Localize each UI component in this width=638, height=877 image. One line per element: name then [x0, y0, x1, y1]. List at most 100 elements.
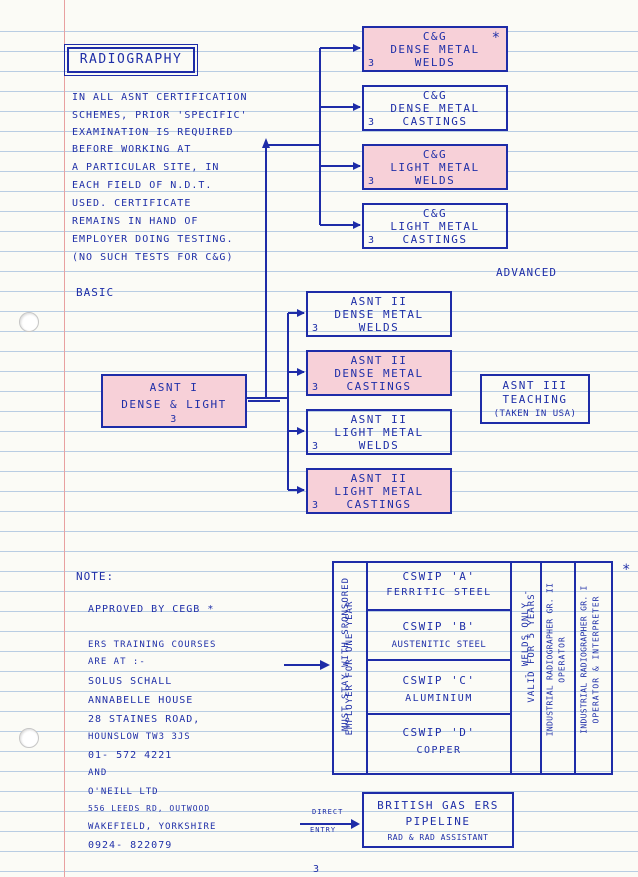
british-gas-line2: PIPELINE	[405, 815, 471, 828]
entry-label: ENTRY	[310, 826, 337, 834]
asnt2-line1: ASNT II	[350, 472, 408, 485]
divider	[540, 563, 542, 773]
margin-line	[64, 0, 65, 877]
asnt2-box: ASNT II DENSE METAL WELDS 3	[306, 291, 452, 337]
approved-text: APPROVED BY CEGB *	[88, 604, 215, 615]
cswip-a-line2: FERRITIC STEEL	[386, 587, 492, 598]
advanced-label: ADVANCED	[496, 266, 557, 279]
cg-star: *	[491, 30, 500, 46]
asnt1-num: 3	[170, 414, 178, 425]
gr1-line2: OPERATOR & INTERPRETER	[591, 595, 601, 724]
ers-line: AND	[88, 768, 108, 778]
title-box: RADIOGRAPHY	[64, 44, 198, 76]
cg-line3: WELDS	[414, 56, 456, 69]
punch-hole-bottom	[19, 728, 39, 748]
cg-num: 3	[368, 58, 375, 69]
asnt2-line2: DENSE METAL	[334, 367, 424, 380]
asnt1-line1: ASNT I	[149, 381, 199, 394]
intro-line: EXAMINATION IS REQUIRED	[72, 127, 234, 138]
asnt2-num: 3	[312, 500, 319, 511]
asnt2-box: ASNT II LIGHT METAL CASTINGS 3	[306, 468, 452, 514]
sponsor-line2: EMPLOYER FOR ONE YEAR	[345, 600, 355, 736]
asnt2-num: 3	[312, 382, 319, 393]
cswip-table: MUST STAY WITH SPONSORED EMPLOYER FOR ON…	[332, 561, 613, 775]
asnt2-num: 3	[312, 441, 319, 452]
asnt1-line2: DENSE & LIGHT	[121, 398, 227, 411]
welds-line2: VALID FOR 5 YEARS	[527, 593, 537, 703]
asnt3-line1: ASNT III	[502, 379, 568, 392]
cg-num: 3	[368, 176, 375, 187]
gr1-line1: INDUSTRIAL RADIOGRAPHER GR. I	[579, 585, 589, 734]
cg-line1: C&G	[422, 30, 448, 43]
cg-line2: LIGHT METAL	[390, 161, 480, 174]
cg-line1: C&G	[422, 148, 448, 161]
intro-line: IN ALL ASNT CERTIFICATION	[72, 92, 248, 103]
asnt2-line1: ASNT II	[350, 354, 408, 367]
gr2-line2: OPERATOR	[557, 636, 567, 683]
note-label: NOTE:	[76, 570, 115, 583]
cswip-b-line1: CSWIP 'B'	[402, 620, 476, 633]
asnt1-box: ASNT I DENSE & LIGHT 3	[101, 374, 247, 428]
intro-line: SCHEMES, PRIOR 'SPECIFIC'	[72, 110, 248, 121]
divider	[368, 659, 510, 661]
intro-line: A PARTICULAR SITE, IN	[72, 162, 220, 173]
ers-line: HOUNSLOW TW3 3JS	[88, 732, 191, 742]
ers-line: 01- 572 4221	[88, 750, 173, 761]
ers-line: 28 STAINES ROAD,	[88, 714, 201, 725]
divider	[368, 609, 510, 611]
ers-line: ERS TRAINING COURSES	[88, 640, 217, 650]
cg-box: C&G LIGHT METAL CASTINGS 3	[362, 203, 508, 249]
asnt2-line2: LIGHT METAL	[334, 426, 424, 439]
divider	[510, 563, 512, 773]
asnt2-line3: CASTINGS	[346, 498, 412, 511]
ers-line: WAKEFIELD, YORKSHIRE	[88, 822, 217, 832]
cg-line2: DENSE METAL	[390, 102, 480, 115]
cg-box: C&G DENSE METAL WELDS 3 *	[362, 26, 508, 72]
cswip-b-line2: AUSTENITIC STEEL	[391, 640, 487, 650]
divider	[368, 713, 510, 715]
page-number: 3	[313, 864, 321, 875]
ers-line: ANNABELLE HOUSE	[88, 695, 194, 706]
intro-line: EMPLOYER DOING TESTING.	[72, 234, 234, 245]
cswip-a-line1: CSWIP 'A'	[402, 570, 476, 583]
gr2-column: INDUSTRIAL RADIOGRAPHER GR. II OPERATOR	[542, 563, 574, 773]
ers-line: SOLUS SCHALL	[88, 676, 173, 687]
asnt3-box: ASNT III TEACHING (TAKEN IN USA)	[480, 374, 590, 424]
asnt3-line3: (TAKEN IN USA)	[493, 409, 577, 419]
cswip-c-line1: CSWIP 'C'	[402, 674, 476, 687]
divider	[574, 563, 576, 773]
asnt3-line2: TEACHING	[502, 393, 568, 406]
cg-line3: CASTINGS	[402, 115, 468, 128]
intro-line: (NO SUCH TESTS FOR C&G)	[72, 252, 234, 263]
cg-line1: C&G	[422, 89, 448, 102]
page-title: RADIOGRAPHY	[79, 52, 183, 67]
punch-hole-top	[19, 312, 39, 332]
asnt2-line2: LIGHT METAL	[334, 485, 424, 498]
cg-num: 3	[368, 117, 375, 128]
intro-line: REMAINS IN HAND OF	[72, 216, 199, 227]
gr1-column: INDUSTRIAL RADIOGRAPHER GR. I OPERATOR &…	[576, 563, 611, 773]
british-gas-box: BRITISH GAS ERS PIPELINE RAD & RAD ASSIS…	[362, 792, 514, 848]
cg-line3: WELDS	[414, 174, 456, 187]
intro-line: BEFORE WORKING AT	[72, 144, 192, 155]
british-gas-line3: RAD & RAD ASSISTANT	[387, 833, 489, 842]
basic-label: BASIC	[76, 286, 115, 299]
asnt2-line2: DENSE METAL	[334, 308, 424, 321]
british-gas-line1: BRITISH GAS ERS	[377, 799, 499, 812]
cg-line3: CASTINGS	[402, 233, 468, 246]
divider	[366, 563, 368, 773]
direct-label: DIRECT	[312, 808, 344, 816]
asnt2-line3: WELDS	[358, 439, 400, 452]
cg-line2: DENSE METAL	[390, 43, 480, 56]
sponsor-column: MUST STAY WITH SPONSORED EMPLOYER FOR ON…	[334, 563, 366, 773]
cg-line2: LIGHT METAL	[390, 220, 480, 233]
gr1-star: *	[622, 562, 632, 578]
gr2-line1: INDUSTRIAL RADIOGRAPHER GR. II	[545, 582, 555, 737]
asnt2-box: ASNT II DENSE METAL CASTINGS 3	[306, 350, 452, 396]
ers-line: ARE AT :-	[88, 657, 146, 667]
cg-box: C&G LIGHT METAL WELDS 3	[362, 144, 508, 190]
ers-line: 0924- 822079	[88, 840, 173, 851]
intro-line: USED. CERTIFICATE	[72, 198, 192, 209]
asnt2-line3: CASTINGS	[346, 380, 412, 393]
